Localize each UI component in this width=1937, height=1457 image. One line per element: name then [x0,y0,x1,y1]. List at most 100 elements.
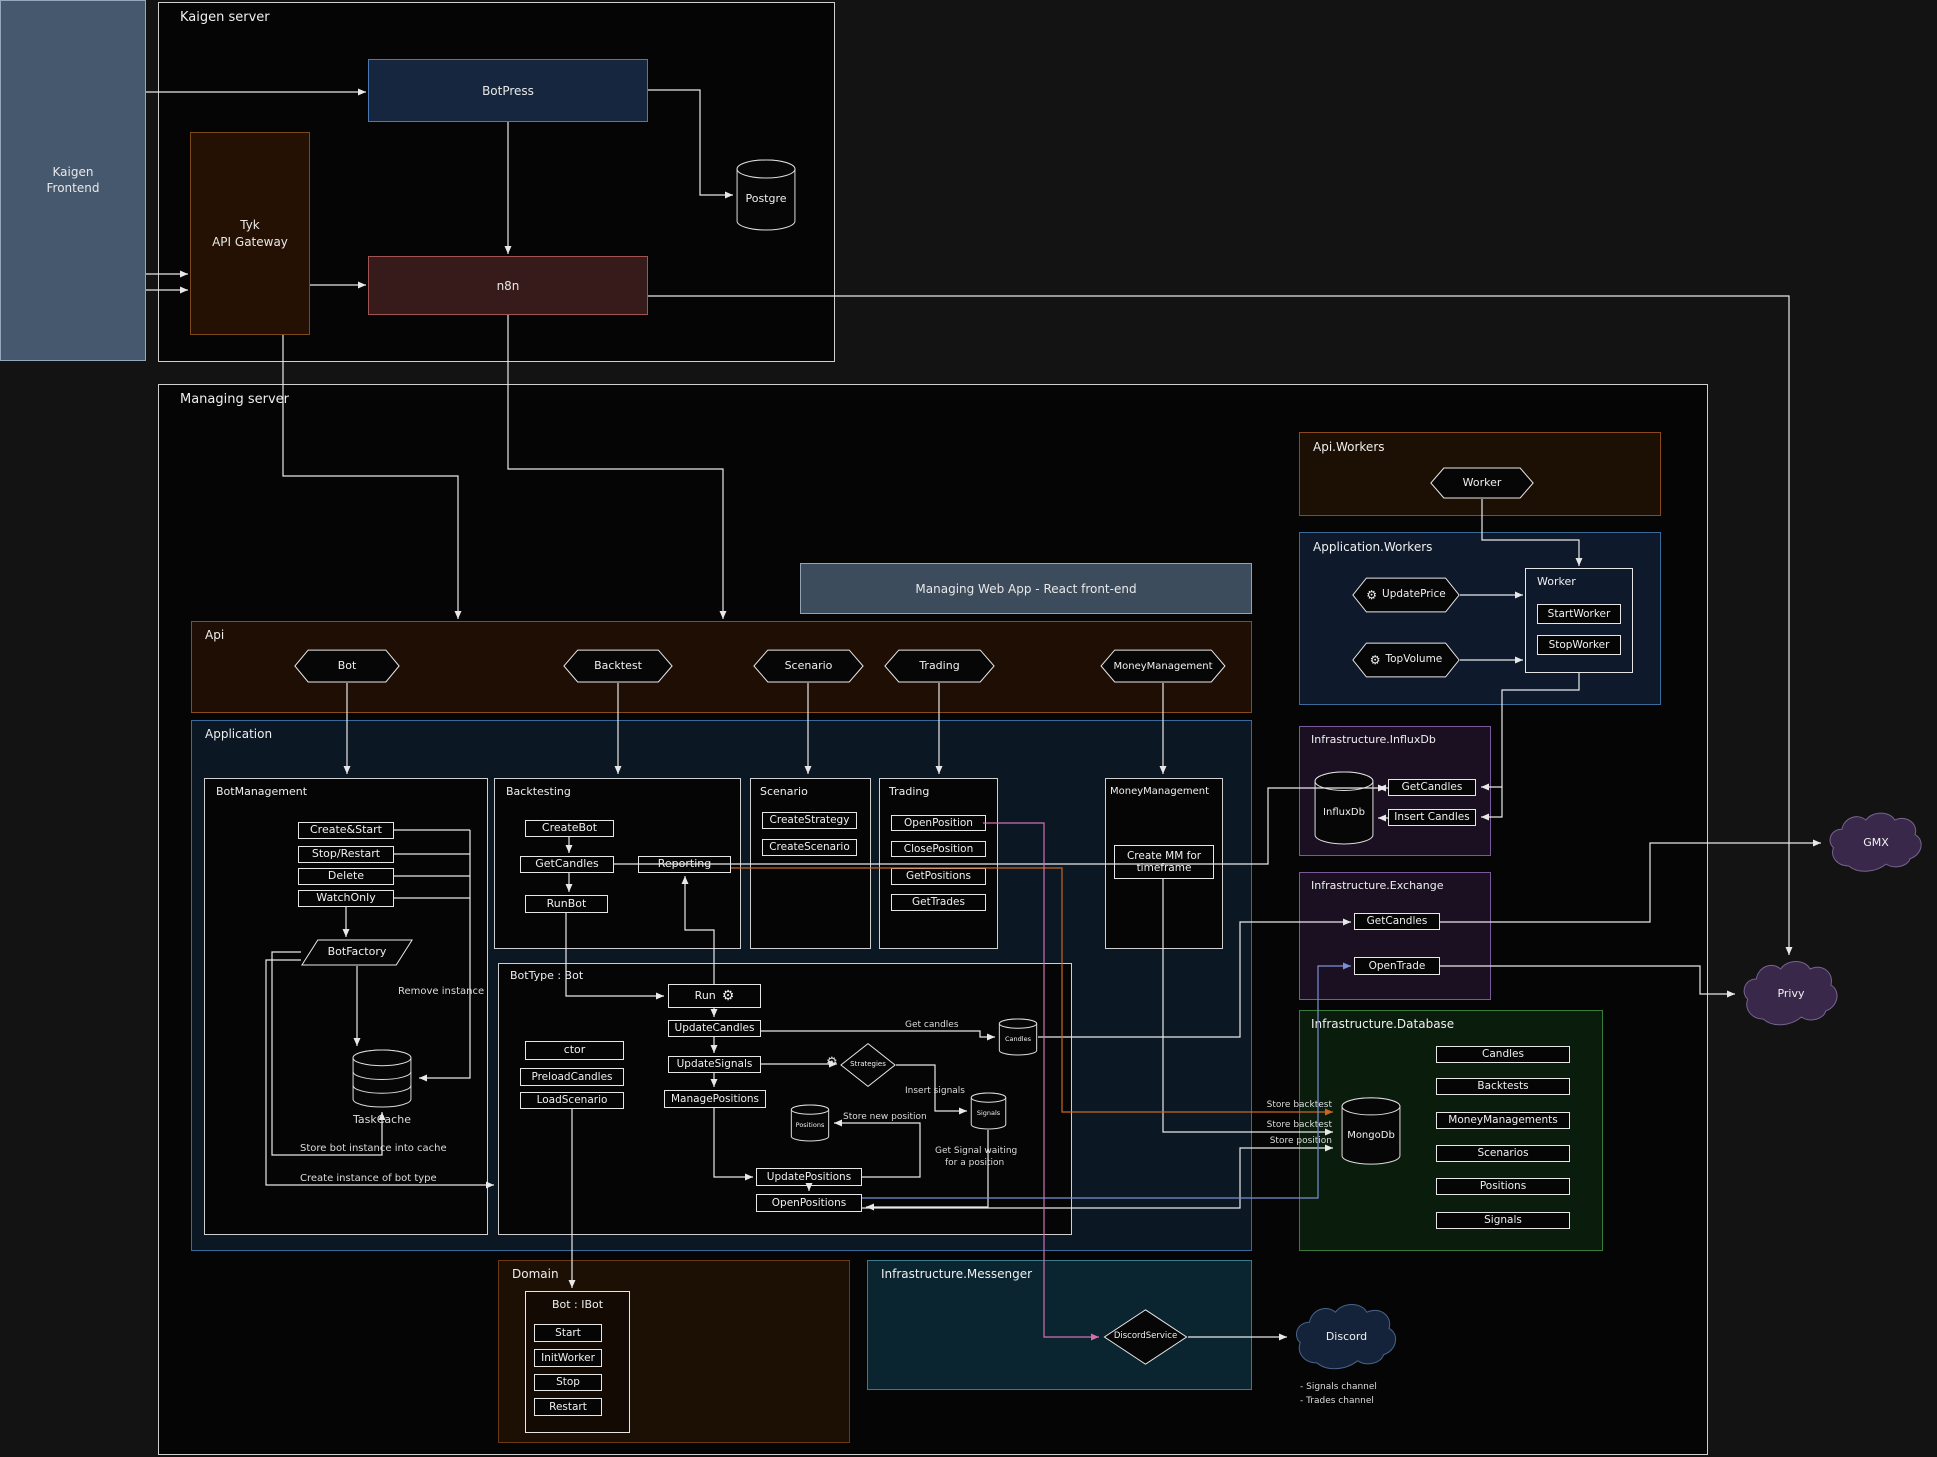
collection-moneymanagements[interactable]: MoneyManagements [1436,1112,1570,1129]
run-bot-label: RunBot [546,896,587,910]
bt-get-candles-button[interactable]: GetCandles [520,856,614,873]
stop-worker-button[interactable]: StopWorker [1537,635,1621,655]
close-position-button[interactable]: ClosePosition [891,841,986,857]
bot-restart-button[interactable]: Restart [534,1398,602,1416]
scenario-title: Scenario [760,785,808,798]
close-position-label: ClosePosition [903,842,974,855]
gmx-cloud[interactable]: GMX [1825,809,1927,877]
kaigen-frontend-node[interactable]: Kaigen Frontend [0,0,146,361]
create-mm-button[interactable]: Create MM for timeframe [1114,845,1214,879]
bot-factory-label: BotFactory [327,945,387,959]
delete-button[interactable]: Delete [298,868,394,885]
collection-backtests[interactable]: Backtests [1436,1078,1570,1095]
bot-initworker-button[interactable]: InitWorker [534,1349,602,1367]
create-start-button[interactable]: Create&Start [298,822,394,839]
bot-factory-parallelogram[interactable]: BotFactory [301,939,413,966]
kaigen-frontend-label-line1: Kaigen [52,164,94,179]
api-scenario-hexagon[interactable]: Scenario [753,649,864,683]
influxdb-database-icon[interactable]: InfluxDb [1313,770,1375,846]
discord-signals-channel-note: - Signals channel [1300,1382,1377,1392]
managing-web-app-label: Managing Web App - React front-end [915,581,1137,596]
api-backtest-hexagon[interactable]: Backtest [563,649,673,683]
top-volume-hexagon[interactable]: ⚙TopVolume [1352,642,1460,678]
scenario-box [750,778,871,949]
get-trades-button[interactable]: GetTrades [891,894,986,911]
ctor-button[interactable]: ctor [525,1041,624,1060]
api-bot-hexagon[interactable]: Bot [294,649,400,683]
api-backtest-label: Backtest [594,658,642,672]
store-instance-note: Store bot instance into cache [300,1143,447,1154]
bot-stop-button[interactable]: Stop [534,1374,602,1391]
update-positions-button[interactable]: UpdatePositions [756,1168,862,1186]
strategies-diamond[interactable]: Strategies [840,1043,896,1087]
tyk-gateway-node[interactable]: Tyk API Gateway [190,132,310,335]
collection-scenarios[interactable]: Scenarios [1436,1145,1570,1162]
privy-cloud[interactable]: Privy [1739,957,1843,1031]
exchange-get-candles-button[interactable]: GetCandles [1354,913,1440,930]
watchonly-button[interactable]: WatchOnly [298,890,394,907]
collection-moneymanagements-label: MoneyManagements [1448,1114,1558,1127]
insert-signals-note: Insert signals [905,1086,965,1096]
preload-candles-button[interactable]: PreloadCandles [520,1068,624,1086]
botpress-node[interactable]: BotPress [368,59,648,122]
postgre-database-icon[interactable]: Postgre [735,158,797,232]
tyk-label-line1: Tyk [240,218,260,233]
influx-get-candles-button[interactable]: GetCandles [1388,779,1476,796]
collection-candles-label: Candles [1482,1048,1524,1061]
domain-title: Domain [512,1267,559,1281]
create-strategy-button[interactable]: CreateStrategy [762,812,857,829]
remove-instance-note: Remove instance [398,986,485,997]
collection-scenarios-label: Scenarios [1477,1147,1529,1160]
run-bot-button[interactable]: RunBot [525,895,608,913]
open-positions-button[interactable]: OpenPositions [756,1194,862,1212]
reporting-button[interactable]: Reporting [638,856,731,873]
bot-ibot-title: Bot : IBot [551,1298,604,1311]
bt-get-candles-label: GetCandles [535,857,599,871]
update-price-hexagon[interactable]: ⚙UpdatePrice [1352,577,1460,613]
store-new-position-note: Store new position [843,1112,927,1122]
discord-cloud[interactable]: Discord [1291,1300,1402,1375]
mongodb-label: MongoDb [1347,1129,1395,1141]
manage-positions-label: ManagePositions [670,1092,760,1105]
stop-restart-button[interactable]: Stop/Restart [298,846,394,863]
start-worker-button[interactable]: StartWorker [1537,604,1621,624]
api-worker-hexagon[interactable]: Worker [1430,467,1534,499]
mongodb-database-icon[interactable]: MongoDb [1340,1096,1402,1166]
start-worker-label: StartWorker [1547,607,1611,620]
update-candles-button[interactable]: UpdateCandles [668,1020,761,1037]
bot-stop-label: Stop [556,1376,580,1389]
bot-start-button[interactable]: Start [534,1324,602,1342]
api-moneymanagement-hexagon[interactable]: MoneyManagement [1100,649,1226,683]
candles-store-icon[interactable]: Candles [998,1018,1038,1056]
collection-candles[interactable]: Candles [1436,1046,1570,1063]
update-signals-button[interactable]: UpdateSignals [668,1056,761,1073]
api-trading-label: Trading [919,658,960,672]
get-positions-label: GetPositions [905,870,972,883]
task-cache-icon[interactable] [351,1049,413,1108]
preload-candles-label: PreloadCandles [531,1070,613,1083]
manage-positions-button[interactable]: ManagePositions [664,1090,766,1108]
positions-store-label: Positions [795,1120,825,1129]
create-scenario-button[interactable]: CreateScenario [762,839,857,856]
influxdb-title: Infrastructure.InfluxDb [1311,733,1436,746]
bot-start-label: Start [555,1326,581,1339]
collection-positions[interactable]: Positions [1436,1178,1570,1195]
positions-store-icon[interactable]: Positions [790,1104,830,1142]
candles-store-label: Candles [1005,1034,1031,1043]
n8n-node[interactable]: n8n [368,256,648,315]
exchange-title: Infrastructure.Exchange [1311,879,1444,892]
api-scenario-label: Scenario [784,658,833,672]
managing-web-app-node[interactable]: Managing Web App - React front-end [800,563,1252,614]
influx-insert-candles-button[interactable]: Insert Candles [1388,809,1476,826]
exchange-open-trade-button[interactable]: OpenTrade [1354,957,1440,975]
open-position-button[interactable]: OpenPosition [891,815,986,831]
collection-signals[interactable]: Signals [1436,1212,1570,1229]
kaigen-server-title: Kaigen server [180,10,270,25]
get-positions-button[interactable]: GetPositions [891,868,986,885]
signals-store-icon[interactable]: Signals [970,1092,1007,1130]
create-bot-button[interactable]: CreateBot [525,820,614,837]
load-scenario-button[interactable]: LoadScenario [520,1092,624,1109]
api-trading-hexagon[interactable]: Trading [884,649,995,683]
discord-service-diamond[interactable]: DiscordService [1103,1309,1188,1365]
run-button[interactable]: Run ⚙ [668,984,761,1008]
